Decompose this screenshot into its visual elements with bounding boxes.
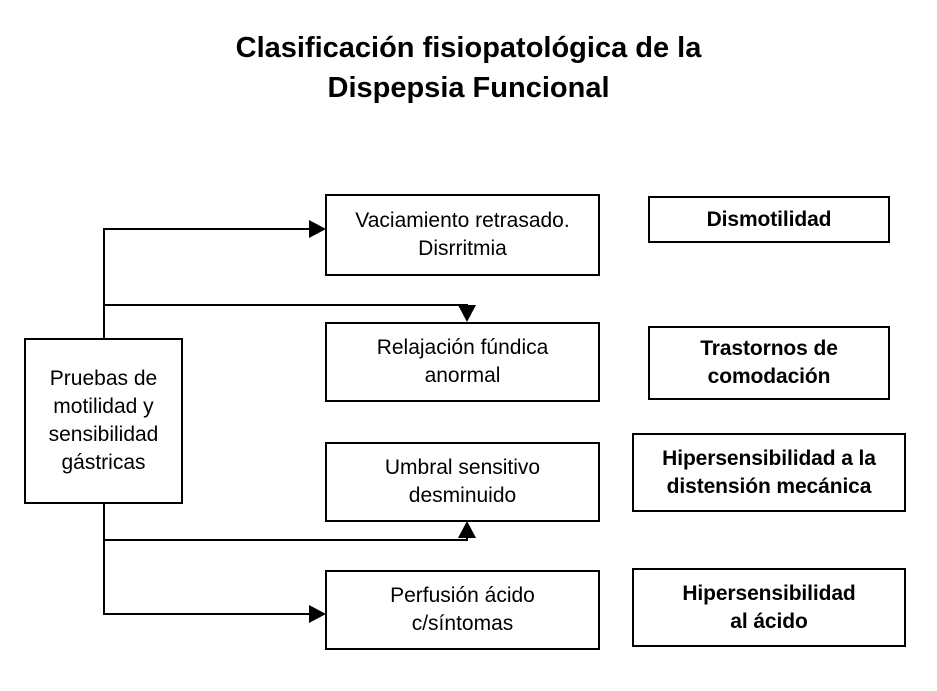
source-node-label-line-4: gástricas	[61, 451, 146, 474]
classification-label-hipersensibilidad-acido: Hipersensibilidad al ácido	[634, 580, 904, 636]
classification-acido-line-1: Hipersensibilidad	[682, 581, 856, 605]
classification-distension-line-1: Hipersensibilidad a la	[662, 446, 876, 470]
source-node-label: Pruebas de motilidad y sensibilidad gást…	[26, 365, 181, 477]
arrow-right-perfusion	[309, 605, 326, 623]
classification-box-hipersensibilidad-distension[interactable]: Hipersensibilidad a la distensión mecáni…	[632, 433, 906, 512]
classification-distension-line-2: distensión mecánica	[666, 474, 872, 498]
finding-label-relajacion: Relajación fúndica anormal	[327, 334, 598, 390]
finding-label-umbral: Umbral sensitivo desminuido	[327, 454, 598, 510]
source-node-label-line-1: Pruebas de	[49, 367, 158, 390]
source-node-label-line-2: motilidad y	[53, 395, 154, 418]
connector-line-perfusion	[103, 613, 318, 615]
connector-line-umbral-horizontal	[103, 539, 468, 541]
page-title-line-1: Clasificación fisiopatológica de la	[235, 32, 702, 64]
finding-box-relajacion[interactable]: Relajación fúndica anormal	[325, 322, 600, 402]
arrow-up-umbral	[458, 521, 476, 538]
finding-box-perfusion[interactable]: Perfusión ácido c/síntomas	[325, 570, 600, 650]
finding-vaciamiento-line-2: Disrritmia	[418, 237, 507, 260]
finding-umbral-line-1: Umbral sensitivo	[384, 456, 541, 479]
page-title: Clasificación fisiopatológica de la Disp…	[0, 28, 937, 108]
classification-label-trastornos-comodacion: Trastornos de comodación	[650, 335, 888, 391]
finding-perfusion-line-1: Perfusión ácido	[390, 584, 535, 607]
source-node-pruebas[interactable]: Pruebas de motilidad y sensibilidad gást…	[24, 338, 183, 504]
classification-label-hipersensibilidad-distension: Hipersensibilidad a la distensión mecáni…	[634, 445, 904, 501]
classification-box-hipersensibilidad-acido[interactable]: Hipersensibilidad al ácido	[632, 568, 906, 647]
page-title-line-2: Dispepsia Funcional	[327, 72, 610, 104]
finding-perfusion-line-2: c/síntomas	[411, 612, 514, 635]
finding-relajacion-line-2: anormal	[424, 364, 501, 387]
finding-umbral-line-2: desminuido	[408, 484, 517, 507]
arrow-down-relajacion	[458, 305, 476, 322]
classification-acido-line-2: al ácido	[730, 609, 808, 633]
connector-line-relajacion-horizontal	[103, 304, 468, 306]
classification-dismotilidad-line-1: Dismotilidad	[706, 207, 832, 231]
classification-box-dismotilidad[interactable]: Dismotilidad	[648, 196, 890, 243]
finding-vaciamiento-line-1: Vaciamiento retrasado.	[355, 209, 570, 232]
finding-label-perfusion: Perfusión ácido c/síntomas	[327, 582, 598, 638]
classification-trastornos-line-2: comodación	[707, 365, 831, 388]
finding-relajacion-line-1: Relajación fúndica	[376, 336, 549, 359]
arrow-right-vaciamiento	[309, 220, 326, 238]
classification-trastornos-line-1: Trastornos de	[700, 337, 838, 360]
classification-box-trastornos-comodacion[interactable]: Trastornos de comodación	[648, 326, 890, 400]
finding-box-vaciamiento[interactable]: Vaciamiento retrasado. Disrritmia	[325, 194, 600, 276]
connector-line-vaciamiento	[103, 228, 318, 230]
finding-box-umbral[interactable]: Umbral sensitivo desminuido	[325, 442, 600, 522]
source-node-label-line-3: sensibilidad	[48, 423, 159, 446]
finding-label-vaciamiento: Vaciamiento retrasado. Disrritmia	[327, 207, 598, 263]
classification-label-dismotilidad: Dismotilidad	[650, 206, 888, 234]
